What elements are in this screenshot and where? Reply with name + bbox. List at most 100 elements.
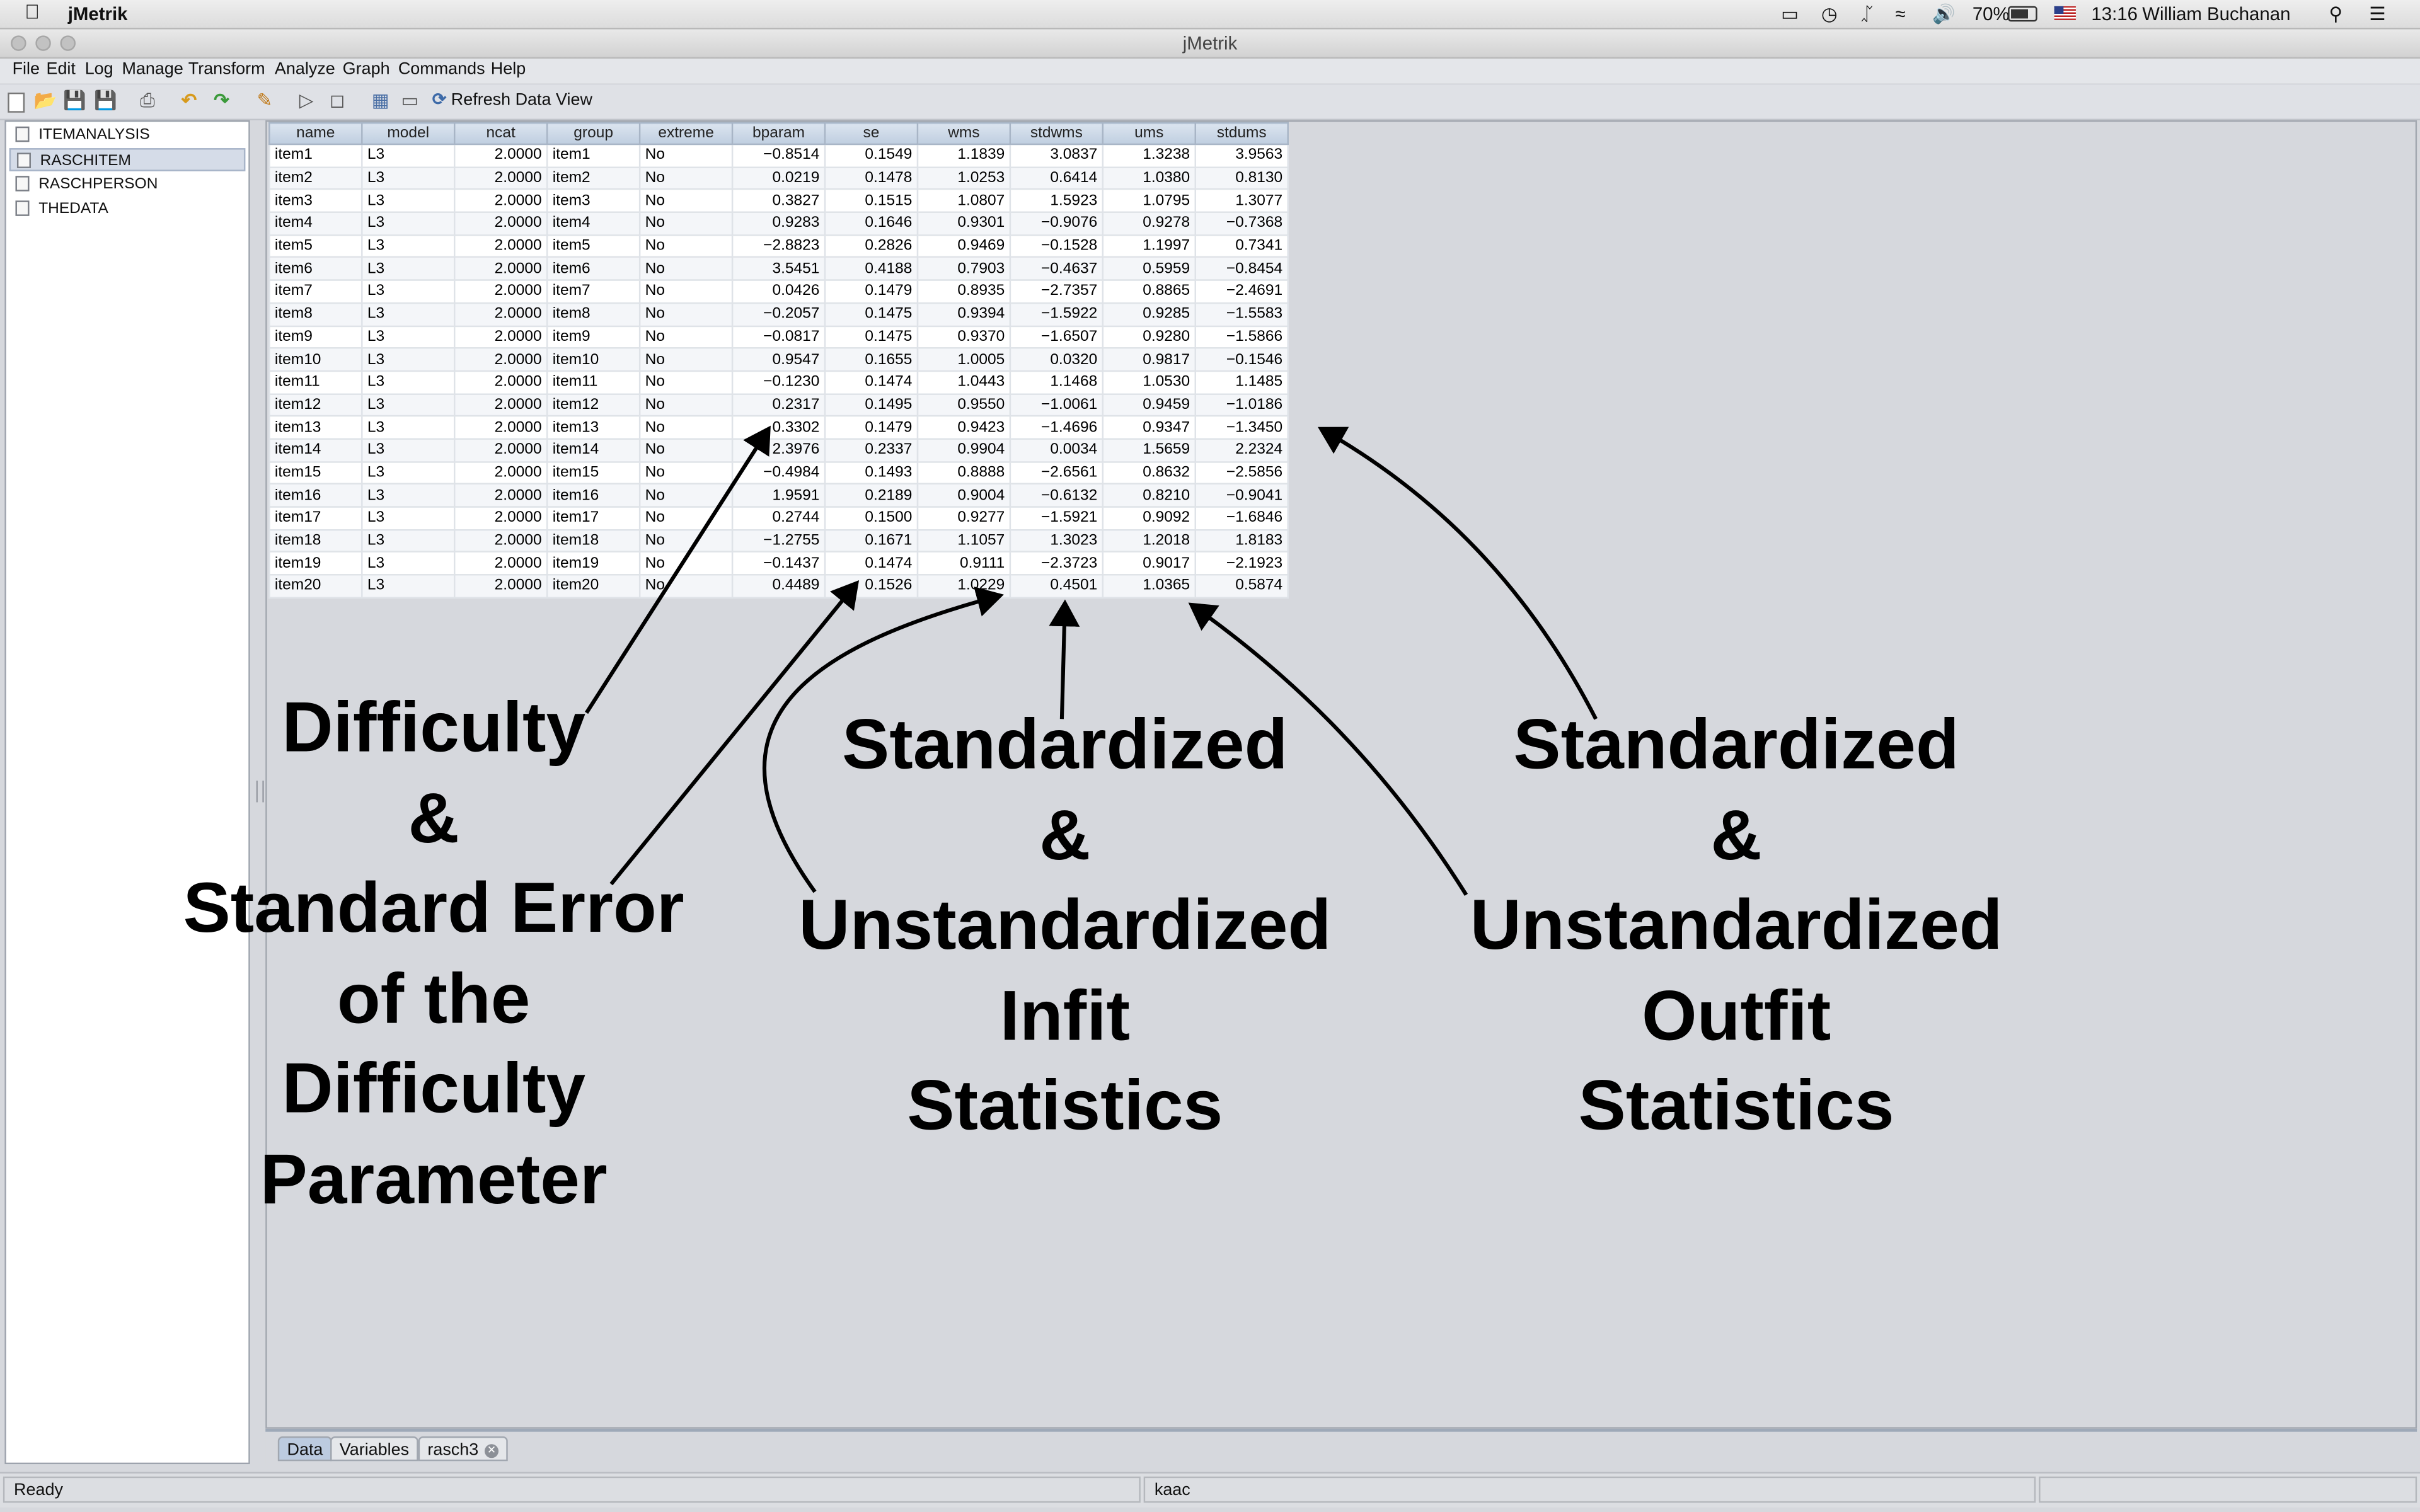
cell-bparam[interactable]: −0.0817 — [731, 324, 826, 349]
cell-se[interactable]: 0.1655 — [824, 347, 919, 372]
cell-se[interactable]: 0.1479 — [824, 279, 919, 304]
column-header-stdums[interactable]: stdums — [1194, 122, 1289, 146]
cell-name[interactable]: item9 — [268, 324, 363, 349]
cell-bparam[interactable]: −0.2057 — [731, 302, 826, 326]
cell-bparam[interactable]: 2.3976 — [731, 438, 826, 462]
cell-bparam[interactable]: 3.5451 — [731, 256, 826, 281]
splitter-grip[interactable] — [256, 781, 264, 803]
cell-wms[interactable]: 0.7903 — [916, 256, 1011, 281]
cell-bparam[interactable]: 0.3302 — [731, 415, 826, 440]
cell-bparam[interactable]: 0.3827 — [731, 188, 826, 214]
cell-stdums[interactable]: −2.5856 — [1194, 461, 1289, 485]
spotlight-search-icon[interactable]: ⚲ — [2329, 3, 2343, 25]
cell-stdwms[interactable]: 1.3023 — [1009, 529, 1104, 553]
cell-wms[interactable]: 0.9004 — [916, 483, 1011, 508]
tree-item-thedata[interactable]: THEDATA — [9, 197, 246, 220]
cell-ncat[interactable]: 2.0000 — [454, 279, 548, 304]
save-all-icon[interactable]: 💾 — [94, 89, 118, 112]
cell-bparam[interactable]: 1.9591 — [731, 483, 826, 508]
cell-model[interactable]: L3 — [361, 143, 456, 168]
cell-wms[interactable]: 1.0807 — [916, 188, 1011, 214]
undo-icon[interactable]: ↶ — [181, 89, 197, 112]
cell-ums[interactable]: 1.1997 — [1102, 234, 1196, 259]
column-header-name[interactable]: name — [268, 122, 363, 146]
cell-ums[interactable]: 0.9280 — [1102, 324, 1196, 349]
cell-bparam[interactable]: 0.4489 — [731, 574, 826, 598]
cell-name[interactable]: item10 — [268, 347, 363, 372]
volume-icon[interactable]: 🔊 — [1932, 3, 1956, 25]
menu-log[interactable]: Log — [84, 60, 113, 79]
cell-stdwms[interactable]: 0.0034 — [1009, 438, 1104, 462]
bluetooth-icon[interactable]: ᛢ — [1861, 3, 1873, 25]
cell-ncat[interactable]: 2.0000 — [454, 551, 548, 576]
cell-model[interactable]: L3 — [361, 211, 456, 236]
cell-model[interactable]: L3 — [361, 188, 456, 214]
column-header-se[interactable]: se — [824, 122, 919, 146]
cell-extreme[interactable]: No — [638, 370, 734, 394]
cell-extreme[interactable]: No — [638, 279, 734, 304]
cell-name[interactable]: item16 — [268, 483, 363, 508]
cell-se[interactable]: 0.1671 — [824, 529, 919, 553]
cell-extreme[interactable]: No — [638, 188, 734, 214]
cell-bparam[interactable]: −0.1437 — [731, 551, 826, 576]
cell-se[interactable]: 0.1646 — [824, 211, 919, 236]
cell-se[interactable]: 0.1500 — [824, 506, 919, 530]
cell-bparam[interactable]: 0.9283 — [731, 211, 826, 236]
cell-model[interactable]: L3 — [361, 483, 456, 508]
menu-edit[interactable]: Edit — [46, 60, 76, 79]
cell-wms[interactable]: 0.9301 — [916, 211, 1011, 236]
column-header-group[interactable]: group — [546, 122, 641, 146]
cell-wms[interactable]: 1.0005 — [916, 347, 1011, 372]
minimize-window-button[interactable] — [35, 35, 51, 51]
cell-bparam[interactable]: −1.2755 — [731, 529, 826, 553]
print-icon[interactable]: ⎙ — [140, 89, 155, 112]
cell-group[interactable]: item13 — [546, 415, 641, 440]
cell-ums[interactable]: 0.9817 — [1102, 347, 1196, 372]
cell-extreme[interactable]: No — [638, 415, 734, 440]
cell-ums[interactable]: 0.9459 — [1102, 392, 1196, 417]
cell-stdwms[interactable]: −1.4696 — [1009, 415, 1104, 440]
cell-se[interactable]: 0.2337 — [824, 438, 919, 462]
cell-ncat[interactable]: 2.0000 — [454, 506, 548, 530]
tree-item-itemanalysis[interactable]: ITEMANALYSIS — [9, 123, 246, 147]
cell-se[interactable]: 0.1475 — [824, 302, 919, 326]
cell-ncat[interactable]: 2.0000 — [454, 211, 548, 236]
cell-ums[interactable]: 1.0380 — [1102, 166, 1196, 191]
cell-group[interactable]: item9 — [546, 324, 641, 349]
column-header-wms[interactable]: wms — [916, 122, 1011, 146]
cell-bparam[interactable]: 0.0426 — [731, 279, 826, 304]
cell-ncat[interactable]: 2.0000 — [454, 324, 548, 349]
cell-group[interactable]: item16 — [546, 483, 641, 508]
cell-model[interactable]: L3 — [361, 438, 456, 462]
cell-name[interactable]: item20 — [268, 574, 363, 598]
wifi-icon[interactable]: ≈ — [1895, 3, 1906, 25]
cell-model[interactable]: L3 — [361, 415, 456, 440]
cell-ums[interactable]: 0.8632 — [1102, 461, 1196, 485]
cell-extreme[interactable]: No — [638, 506, 734, 530]
cell-name[interactable]: item3 — [268, 188, 363, 214]
cell-stdwms[interactable]: −2.7357 — [1009, 279, 1104, 304]
cell-stdums[interactable]: −0.9041 — [1194, 483, 1289, 508]
cell-stdums[interactable]: −2.1923 — [1194, 551, 1289, 576]
cell-ncat[interactable]: 2.0000 — [454, 188, 548, 214]
cell-stdwms[interactable]: −2.3723 — [1009, 551, 1104, 576]
cell-ncat[interactable]: 2.0000 — [454, 166, 548, 191]
menu-file[interactable]: File — [12, 60, 40, 79]
cell-se[interactable]: 0.1474 — [824, 370, 919, 394]
cell-group[interactable]: item4 — [546, 211, 641, 236]
cell-se[interactable]: 0.1478 — [824, 166, 919, 191]
cell-model[interactable]: L3 — [361, 166, 456, 191]
cell-ums[interactable]: 1.0365 — [1102, 574, 1196, 598]
cell-ncat[interactable]: 2.0000 — [454, 415, 548, 440]
cell-stdums[interactable]: −0.7368 — [1194, 211, 1289, 236]
stop-icon[interactable]: ◻ — [329, 89, 345, 112]
cell-wms[interactable]: 0.8888 — [916, 461, 1011, 485]
time-machine-icon[interactable]: ◷ — [1821, 3, 1838, 25]
